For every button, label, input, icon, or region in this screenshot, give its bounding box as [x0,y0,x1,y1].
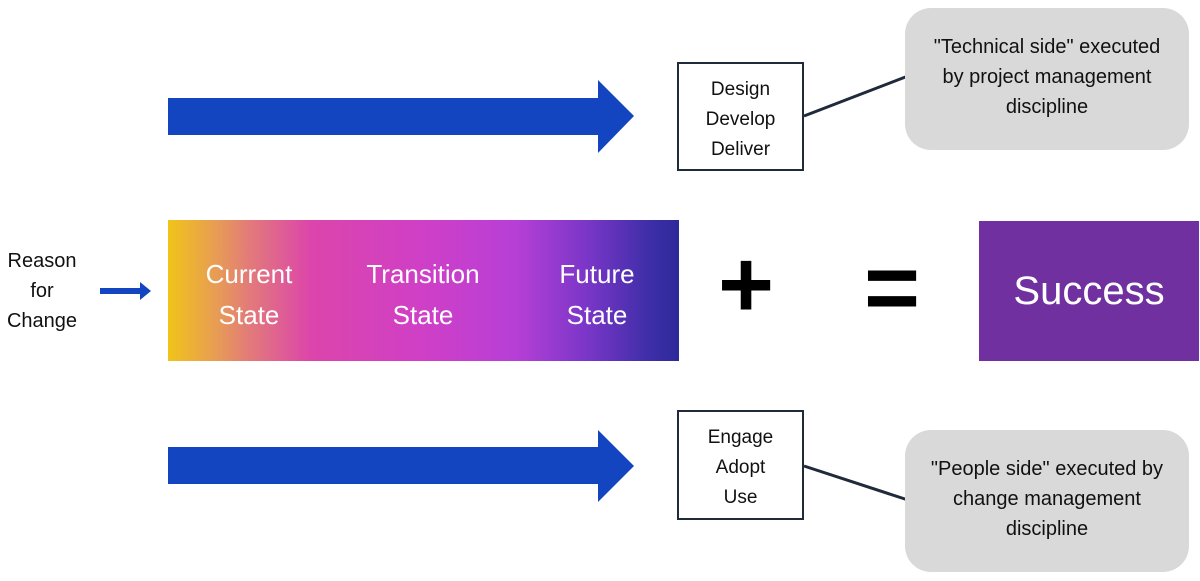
state-gradient-bar: Current State Transition State Future St… [168,220,679,361]
current-state-line-2: State [218,300,280,330]
step-develop: Develop [705,109,776,130]
step-deliver: Deliver [710,139,771,160]
technical-callout-line-2: by project management [942,66,1152,88]
people-connector-line [803,464,909,502]
future-state-label: Future State [517,254,677,336]
reason-line-2: for [30,280,54,302]
success-box: Success [979,221,1199,361]
technical-steps-box: Design Develop Deliver [677,62,804,171]
people-callout-line-3: discipline [1005,518,1089,540]
reason-arrow [100,282,151,300]
step-adopt: Adopt [715,457,766,478]
reason-line-3: Change [6,310,78,332]
future-state-line-1: Future [559,259,635,289]
top-arrow [168,80,634,153]
step-engage: Engage [707,427,774,448]
technical-side-callout: "Technical side" executed by project man… [905,8,1189,150]
people-callout-line-1: "People side" executed by [930,458,1164,480]
people-steps-box: Engage Adopt Use [677,410,804,520]
equals-sign: = [863,234,921,341]
people-callout-line-2: change management [953,488,1141,510]
bottom-arrow [168,430,634,502]
future-state-line-2: State [566,300,628,330]
transition-state-line-1: Transition [366,259,480,289]
technical-connector-line [803,74,909,118]
transition-state-line-2: State [392,300,454,330]
step-design: Design [710,79,771,100]
success-label: Success [1013,268,1165,313]
step-use: Use [723,487,758,508]
current-state-label: Current State [169,254,329,336]
current-state-line-1: Current [205,259,293,289]
reason-for-change-label: Reason for Change [0,246,84,336]
reason-line-1: Reason [7,250,77,272]
people-side-callout: "People side" executed by change managem… [905,430,1189,572]
technical-callout-line-3: discipline [1005,96,1089,118]
technical-callout-line-1: "Technical side" executed [933,36,1161,58]
plus-sign: + [717,231,775,338]
transition-state-label: Transition State [343,254,503,336]
